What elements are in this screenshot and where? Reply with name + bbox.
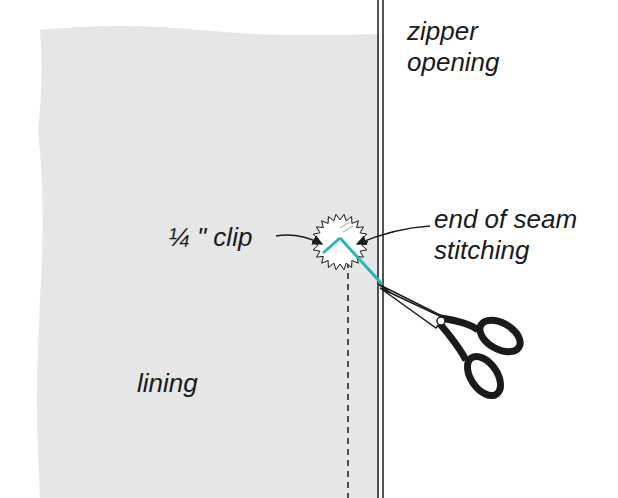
zipper-edge [382, 0, 384, 498]
clip-label-wrap: ¼ " clip [168, 222, 278, 253]
zipper-label: zipper opening [407, 16, 557, 78]
seam-stitching [347, 262, 349, 498]
leader-line [357, 226, 430, 244]
clip-line [340, 238, 382, 284]
zipper-label-wrap: zipper opening [407, 16, 557, 78]
lining-label-wrap: lining [137, 368, 257, 399]
seam-end-label: end of seam stitching [434, 204, 610, 266]
lining-label: lining [137, 368, 257, 399]
seam-end-label-wrap: end of seam stitching [434, 204, 610, 266]
clip-label: ¼ " clip [168, 222, 278, 253]
leader-line [276, 235, 322, 244]
lens-glint [340, 222, 353, 232]
lining-fabric [37, 26, 378, 498]
scissors [378, 284, 526, 401]
clip-line [323, 238, 340, 253]
zipper-edge [377, 0, 379, 498]
